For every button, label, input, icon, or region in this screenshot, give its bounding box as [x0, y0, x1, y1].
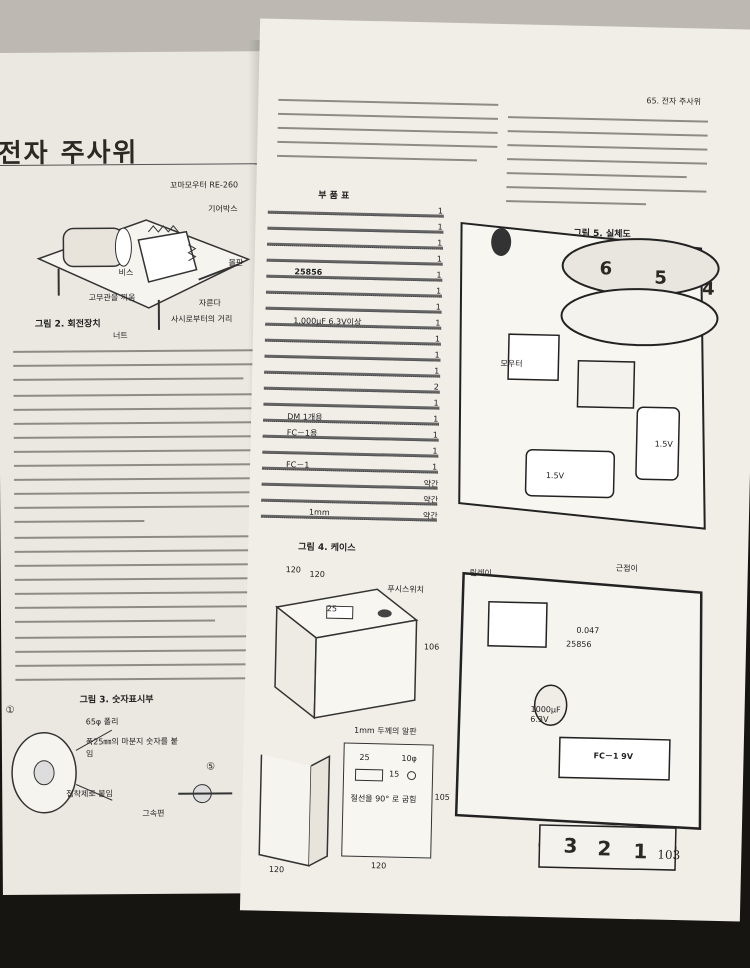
fig5-battery-1: 1.5V: [654, 439, 673, 449]
fig4-dim-width: 120: [309, 569, 325, 580]
fig4-dim-slot-height: 15: [388, 769, 400, 779]
fig4-dim-hole: 10φ: [401, 753, 417, 764]
fig3-label-pulley: 65φ 폴리: [85, 717, 119, 727]
fig2-label-distance: 사시로부터의 거리: [170, 314, 233, 324]
qty-1: 1: [437, 206, 444, 216]
fig2-label-rubber-tube: 고무관을 끼움: [88, 293, 136, 303]
qty-5: 1: [436, 270, 442, 280]
bent-plate-illustration: [258, 754, 331, 867]
assembly-illustration: [454, 221, 720, 871]
fig2-label-motor: 꼬마모우터 RE-260: [169, 180, 239, 190]
fig5-digit-1: 1: [633, 839, 648, 864]
fig2-label-cut: 자른다: [198, 298, 221, 308]
fig5-label-battery-9v: FC－1 9V: [593, 751, 634, 762]
qty-12: 2: [433, 382, 440, 392]
fig5-digit-5: 5: [654, 267, 668, 289]
qty-7: 1: [435, 302, 441, 312]
right-page: 65. 전자 주사위 부 품 표 25856 1,000μF 6.3V이상 DM…: [239, 18, 750, 922]
case-illustration: [274, 588, 419, 720]
qty-20: 약간: [422, 511, 438, 521]
fig5-label-capacitor-small: 0.047: [576, 625, 600, 636]
rotation-device-illustration: [36, 219, 251, 330]
qty-8: 1: [435, 318, 441, 328]
fig2-label-screw: 비스: [118, 268, 134, 278]
fig3-caption: 그림 3. 숫자표시부: [79, 694, 154, 706]
fig4-dim-height: 106: [423, 642, 440, 652]
fig5-label-proximity: 근접이: [615, 563, 638, 574]
fig3-label-glue: 접착제로 붙임: [66, 789, 113, 799]
page-number: 103: [657, 847, 681, 863]
parts-fragment-thickness: 1mm: [308, 507, 330, 518]
fig5-battery-2: 1.5V: [545, 471, 565, 481]
parts-list-title: 부 품 표: [318, 190, 350, 202]
fig5-label-electrolytic: 1000μF 6.3V: [530, 704, 561, 725]
qty-4: 1: [436, 254, 442, 264]
fig5-digit-6: 6: [599, 258, 613, 280]
fig5-label-motor: 모우터: [500, 358, 523, 369]
parts-fragment-battery: FC－1: [285, 460, 310, 470]
fig4-dim-slot: 25: [359, 752, 370, 763]
fig5-digit-2: 2: [597, 836, 612, 861]
left-page: 전자 주사위 꼬마모우터 RE-260 기어박스 고무관을 끼움 볼판 비스 자…: [0, 50, 295, 896]
qty-15: 1: [432, 430, 438, 440]
running-header: 65. 전자 주사위: [646, 96, 702, 107]
parts-list: [249, 202, 444, 535]
parts-fragment-fc1: FC－1용: [286, 428, 318, 438]
fig5-digit-4: 4: [701, 278, 715, 300]
fig5-label-relay: 릴레이: [469, 568, 492, 578]
qty-6: 1: [435, 286, 442, 296]
qty-9: 1: [434, 334, 441, 344]
qty-14: 1: [433, 414, 439, 424]
fig4-label-switch: 푸시스위치: [387, 584, 425, 595]
qty-2: 1: [437, 222, 443, 232]
qty-10: 1: [434, 350, 440, 360]
fig4-dim-plate-bottom: 120: [370, 861, 387, 871]
fig2-label-gearbox: 기어박스: [208, 204, 238, 214]
parts-fragment-capacitor: 1,000μF 6.3V이상: [293, 316, 362, 327]
fig4-dim-plate-width: 120: [268, 864, 285, 875]
qty-19: 약간: [423, 495, 439, 505]
fig2-caption: 그림 2. 회전장치: [34, 319, 101, 330]
slot-cutout: [354, 768, 384, 782]
qty-18: 약간: [423, 479, 439, 489]
fig2-label-nut: 너트: [113, 331, 128, 341]
qty-3: 1: [437, 238, 443, 248]
fig4-label-bend: 절선을 90° 로 굽힘: [350, 793, 417, 805]
fig4-caption: 그림 4. 케이스: [298, 542, 356, 554]
qty-11: 1: [434, 366, 440, 376]
fig4-dim-case-width: 120: [285, 565, 302, 575]
fig3-label-cardboard: 폭25㎜의 마분지 숫자를 붙임: [85, 736, 178, 759]
qty-16: 1: [432, 446, 438, 456]
display-drum-illustration: [11, 729, 233, 814]
qty-13: 1: [433, 398, 439, 408]
fig2-label-plate: 볼판: [228, 258, 244, 268]
fig4-label-sheet: 1mm 두께의 알판: [353, 725, 417, 737]
fig3-label-clip: 그속편: [142, 808, 165, 819]
fig4-dim-window: 25: [326, 604, 338, 614]
fig5-digit-3: 3: [563, 833, 578, 858]
fig5-label-transistor: 25856: [565, 639, 592, 650]
qty-17: 1: [431, 462, 438, 472]
parts-fragment-transistor: 25856: [294, 267, 323, 277]
parts-fragment-battery-holder: DM 1개용: [287, 412, 323, 422]
